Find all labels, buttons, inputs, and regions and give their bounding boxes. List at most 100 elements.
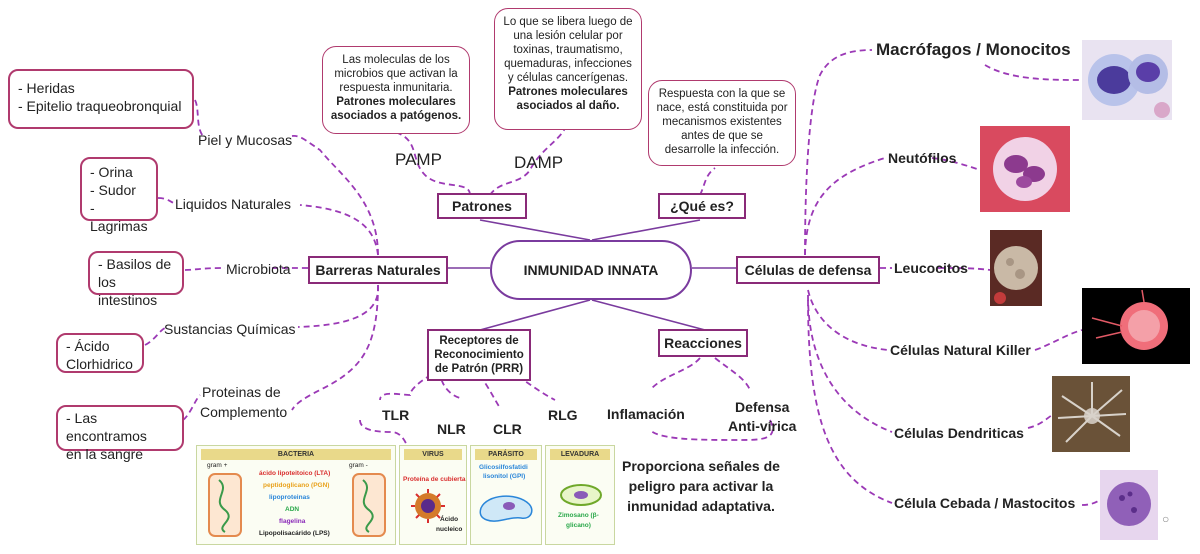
defensa-label-line: Anti-vírica xyxy=(728,418,797,434)
inflamacion-label: Inflamación xyxy=(607,406,685,422)
senales-label: Proporciona señales de peligro para acti… xyxy=(622,456,780,516)
panel-parasito: PARÁSITO Glicosilfosfatidi lisonitol (GP… xyxy=(470,445,542,545)
proteinas-items-box: - Las encontramos en la sangre xyxy=(56,405,184,462)
cebada-label: Célula Cebada / Mastocitos xyxy=(894,495,1076,511)
que-es-note-line: mecanismos existentes xyxy=(662,116,782,128)
pamp-label: PAMP xyxy=(395,150,442,169)
center-node[interactable]: INMUNIDAD INNATA xyxy=(490,240,692,300)
que-es-note-line: nace, está constituida por xyxy=(656,102,788,114)
defensa-label: Defensa Anti-vírica xyxy=(728,398,796,436)
damp-note-line: quemaduras, infecciones xyxy=(504,58,632,70)
node-reacciones-label: Reacciones xyxy=(664,335,742,351)
virus-item: Proteína de cubierta xyxy=(403,476,466,483)
panel-bacteria-header: BACTERIA xyxy=(201,449,391,460)
que-es-note: Respuesta con la que se nace, está const… xyxy=(648,80,796,166)
proteinas-item: en la sangre xyxy=(66,446,144,462)
bacteria-item: lipoproteinas xyxy=(269,494,310,501)
senales-label-line: peligro para activar la xyxy=(628,478,774,494)
nlr-label: NLR xyxy=(437,421,466,437)
liquidos-item: - Lagrimas xyxy=(90,200,148,234)
pamp-note-bold-line: Patrones moleculares xyxy=(336,96,456,108)
bacteria-item: ácido lipoteitoico (LTA) xyxy=(259,470,331,477)
microbiota-item: los intestinos xyxy=(98,274,158,308)
proteinas-label: Proteinas de Complemento xyxy=(200,382,287,422)
tlr-label: TLR xyxy=(382,407,410,423)
rlg-label: RLG xyxy=(548,407,578,423)
nk-label: Células Natural Killer xyxy=(890,342,1031,358)
panel-bacteria: BACTERIA gram + gram - ácido lipoteitoic… xyxy=(196,445,396,545)
bacteria-item: peptidoglicano (PGN) xyxy=(263,482,330,489)
node-receptores-line: de Patrón (PRR) xyxy=(434,363,524,375)
yeast-icon xyxy=(560,484,602,506)
liquidos-label: Liquidos Naturales xyxy=(175,196,291,212)
que-es-note-line: Respuesta con la que se xyxy=(658,88,786,100)
gram-neg-bacterium-icon xyxy=(352,473,386,537)
que-es-note-line: desarrolle la infección. xyxy=(664,144,780,156)
clr-label: CLR xyxy=(493,421,522,437)
panel-levadura: LEVADURA Zimosano (β- glicano) xyxy=(545,445,615,545)
damp-note-line: Lo que se libera luego de xyxy=(503,16,633,28)
gram-pos-label: gram + xyxy=(207,462,228,469)
panel-virus: VIRUS Proteína de cubierta Ácido nucleic… xyxy=(399,445,467,545)
node-barreras-label: Barreras Naturales xyxy=(315,262,441,278)
levadura-item: glicano) xyxy=(566,522,591,529)
piel-label: Piel y Mucosas xyxy=(198,132,293,148)
bacteria-item: ADN xyxy=(285,506,300,513)
microbiota-items-box: - Basilos de los intestinos xyxy=(88,251,184,308)
piel-item: - Epitelio traqueobronquial xyxy=(18,98,182,114)
damp-note: Lo que se libera luego de una lesión cel… xyxy=(494,8,642,130)
bacteria-item: Lipopolisacárido (LPS) xyxy=(259,530,330,537)
que-es-note-line: antes de que se xyxy=(681,130,763,142)
pamp-note-bold-line: asociados a patógenos. xyxy=(330,110,462,122)
proteinas-label-line: Complemento xyxy=(200,404,288,420)
leukocyte-image xyxy=(990,230,1042,306)
liquidos-item: - Sudor xyxy=(90,182,136,198)
piel-items-box: - Heridas - Epitelio traqueobronquial xyxy=(8,69,194,129)
nk-cell-image xyxy=(1082,288,1190,364)
node-reacciones[interactable]: Reacciones xyxy=(658,329,748,357)
quimicas-label: Sustancias Químicas xyxy=(164,321,296,337)
leucocitos-label: Leucocitos xyxy=(894,260,968,276)
piel-item: - Heridas xyxy=(18,80,75,96)
pamp-note: Las moleculas de los microbios que activ… xyxy=(322,46,470,134)
parasito-item: Glicosilfosfatidi xyxy=(479,464,528,471)
damp-label: DAMP xyxy=(514,153,564,172)
damp-note-bold-line: asociados al daño. xyxy=(516,100,620,112)
damp-note-line: y células cancerígenas. xyxy=(507,72,629,84)
neutrophil-image xyxy=(980,126,1070,212)
virus-item: Ácido xyxy=(440,516,459,523)
center-title: INMUNIDAD INNATA xyxy=(523,262,659,278)
macrophage-image xyxy=(1082,40,1172,120)
panel-levadura-header: LEVADURA xyxy=(550,449,610,460)
parasite-icon xyxy=(479,495,533,522)
node-que-es[interactable]: ¿Qué es? xyxy=(658,193,746,219)
node-barreras[interactable]: Barreras Naturales xyxy=(308,256,448,284)
virus-item: nucleico xyxy=(436,526,463,533)
node-receptores-line: Receptores de xyxy=(439,335,519,347)
virus-icon xyxy=(411,489,445,523)
senales-label-line: Proporciona señales de xyxy=(622,458,780,474)
damp-note-line: una lesión celular por xyxy=(513,30,623,42)
node-patrones-label: Patrones xyxy=(452,198,512,214)
damp-note-bold-line: Patrones moleculares xyxy=(508,86,628,98)
mast-cell-image xyxy=(1100,470,1158,540)
senales-label-line: inmunidad adaptativa. xyxy=(627,498,775,514)
dendritic-cell-image xyxy=(1052,376,1130,452)
pamp-note-line: Las moleculas de los xyxy=(342,54,450,66)
parasito-item: lisonitol (GPI) xyxy=(483,473,526,480)
liquidos-item: - Orina xyxy=(90,164,133,180)
quimicas-item: Clorhidrico xyxy=(66,356,133,372)
proteinas-item: - Las encontramos xyxy=(66,410,147,444)
node-que-es-label: ¿Qué es? xyxy=(670,198,734,214)
node-receptores[interactable]: Receptores de Reconocimiento de Patrón (… xyxy=(427,329,531,381)
node-celulas[interactable]: Células de defensa xyxy=(736,256,880,284)
microbiota-label: Microbiota xyxy=(226,261,291,277)
node-celulas-label: Células de defensa xyxy=(744,262,872,278)
node-patrones[interactable]: Patrones xyxy=(437,193,527,219)
gram-neg-label: gram - xyxy=(349,462,368,469)
node-receptores-line: Reconocimiento xyxy=(434,349,524,361)
macrofagos-label: Macrófagos / Monocitos xyxy=(876,40,1071,59)
levadura-item: Zimosano (β- xyxy=(558,512,599,519)
